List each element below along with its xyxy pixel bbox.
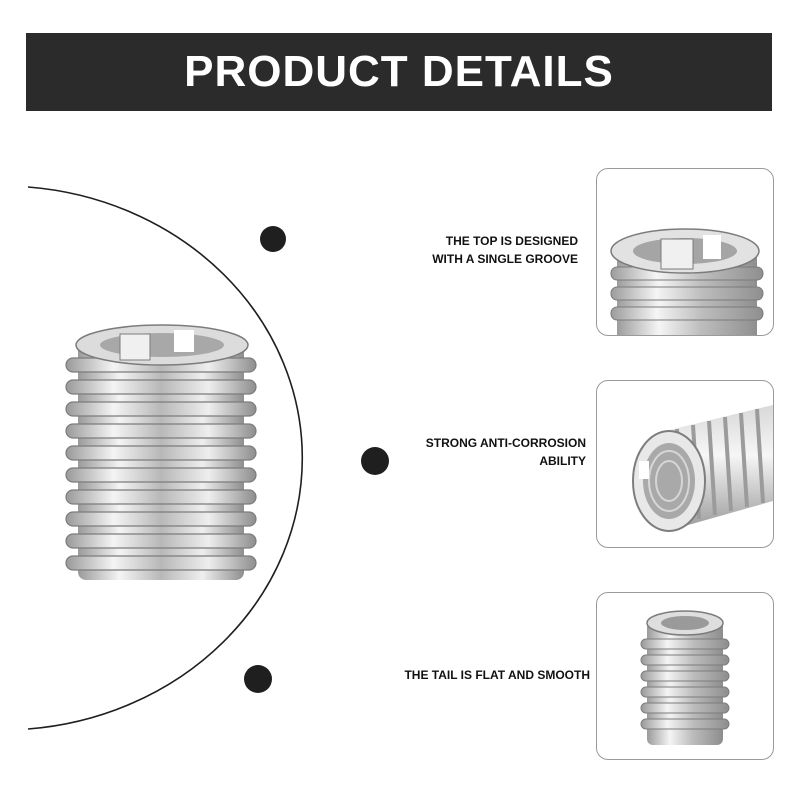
feature-thumb-flat-tail — [596, 592, 774, 760]
side-view-thread-insert-image — [632, 405, 773, 532]
arc-dot-3 — [244, 665, 272, 693]
feature-thumb-anti-corrosion — [596, 380, 774, 548]
feature-label-anti-corrosion: STRONG ANTI-CORROSION ABILITY — [425, 436, 586, 468]
full-view-thread-insert-image — [640, 610, 730, 745]
feature-label-top-groove: THE TOP IS DESIGNED WITH A SINGLE GROOVE — [432, 234, 578, 266]
product-main-image — [65, 324, 257, 580]
feature-label-flat-tail: THE TAIL IS FLAT AND SMOOTH — [404, 668, 590, 682]
page-title: PRODUCT DETAILS — [184, 47, 614, 96]
top-groove-closeup-image — [610, 228, 764, 335]
header-banner: PRODUCT DETAILS — [26, 33, 772, 111]
feature-thumb-top-groove — [596, 168, 774, 336]
arc-dot-1 — [260, 226, 286, 252]
